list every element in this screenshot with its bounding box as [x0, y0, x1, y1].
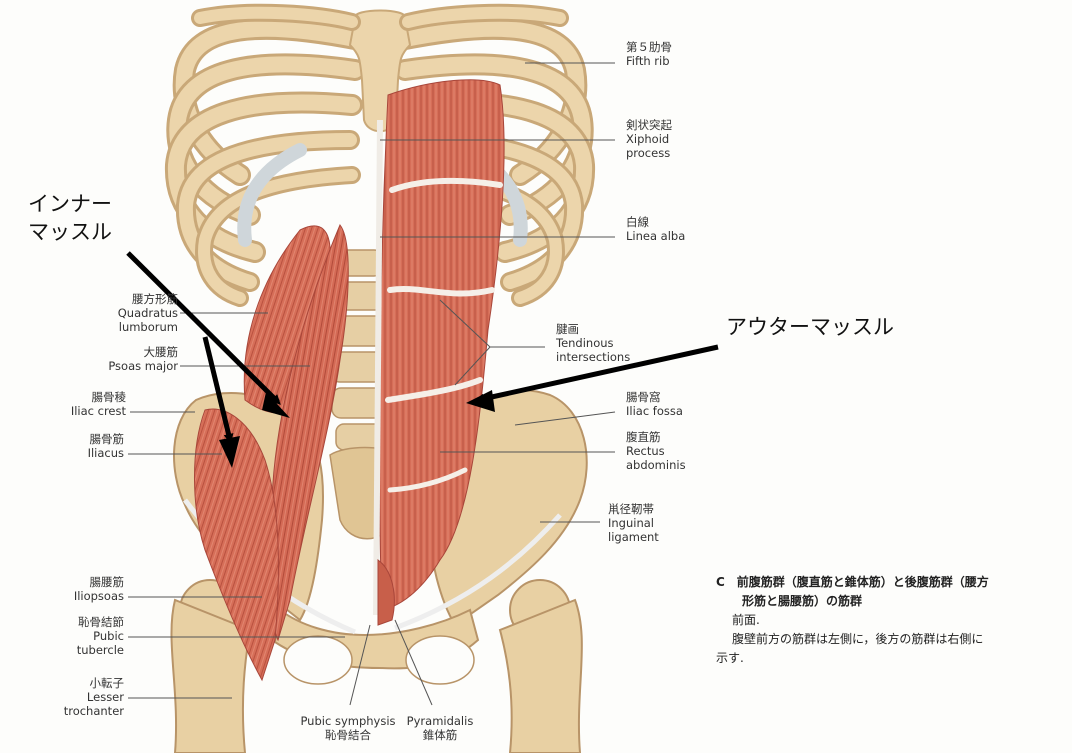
outer-muscle-text: アウターマッスル	[726, 315, 894, 339]
label-tendinous-ja: 腱画	[556, 322, 579, 336]
label-tendinous-en1: Tendinous	[556, 336, 614, 350]
label-pubic-symphysis-ja: 恥骨結合	[325, 728, 371, 742]
leader-lines	[128, 62, 616, 706]
label-iliac-crest-en: Iliac crest	[70, 404, 126, 418]
annotation-arrows	[126, 251, 719, 444]
label-lesser-trochanter-en1: Lesser	[86, 690, 124, 704]
muscles	[194, 79, 505, 682]
label-pubic-tubercle-en2: tubercle	[76, 643, 124, 657]
caption-line2: 腹壁前方の筋群は左側に，後方の筋群は右側に	[732, 632, 984, 646]
label-psoas-en: Psoas major	[108, 359, 178, 373]
label-inguinal: 鼡径靭帯 Inguinal ligament	[608, 502, 659, 544]
caption-line3: 示す.	[716, 651, 744, 665]
label-inguinal-ja: 鼡径靭帯	[608, 502, 654, 516]
label-quadratus: 腰方形筋 Quadratus lumborum	[100, 292, 178, 334]
outer-arrow-rectus	[474, 344, 719, 404]
caption-title-line1: C 前腹筋群（腹直筋と錐体筋）と後腹筋群（腰方	[716, 575, 989, 589]
arrowheads	[219, 390, 495, 468]
label-lesser-trochanter-ja: 小転子	[89, 676, 125, 690]
inner-muscle-line2: マッスル	[28, 220, 112, 244]
label-xiphoid: 剣状突起 Xiphoid process	[626, 118, 672, 160]
label-rectus: 腹直筋 Rectus abdominis	[626, 430, 686, 472]
label-linea-alba: 白線 Linea alba	[626, 215, 685, 243]
label-pubic-tubercle-en1: Pubic	[93, 629, 124, 643]
label-pubic-tubercle-ja: 恥骨結節	[78, 615, 124, 629]
label-linea-alba-en: Linea alba	[626, 229, 686, 243]
label-rectus-en1: Rectus	[626, 444, 665, 458]
outer-muscle-annotation: アウターマッスル	[726, 313, 894, 341]
label-tendinous: 腱画 Tendinous intersections	[556, 322, 630, 364]
inner-muscle-line1: インナー	[28, 192, 112, 216]
label-tendinous-en2: intersections	[556, 350, 631, 364]
lumbar-spine	[330, 249, 389, 451]
label-pyramidalis-en: Pyramidalis	[406, 714, 474, 728]
label-iliacus-en: Iliacus	[87, 446, 124, 460]
label-iliac-fossa-en: Iliac fossa	[626, 404, 683, 418]
label-rectus-en2: abdominis	[626, 458, 686, 472]
label-rectus-ja: 腹直筋	[626, 430, 661, 444]
label-pubic-tubercle: 恥骨結節 Pubic tubercle	[50, 615, 124, 657]
label-quadratus-ja: 腰方形筋	[132, 292, 178, 306]
label-pubic-symphysis: Pubic symphysis 恥骨結合	[288, 714, 408, 742]
label-pyramidalis: Pyramidalis 錐体筋	[400, 714, 480, 742]
label-iliopsoas-ja: 腸腰筋	[89, 575, 125, 589]
label-quadratus-en1: Quadratus	[117, 306, 178, 320]
label-iliac-crest-ja: 腸骨稜	[91, 390, 127, 404]
label-fifth-rib-ja: 第５肋骨	[626, 40, 672, 54]
label-lesser-trochanter: 小転子 Lesser trochanter	[50, 676, 124, 718]
rib-cage	[164, 3, 596, 307]
inner-muscle-annotation: インナー マッスル	[28, 190, 112, 246]
label-quadratus-en2: lumborum	[118, 320, 178, 334]
label-fifth-rib: 第５肋骨 Fifth rib	[626, 40, 672, 68]
label-iliopsoas-en: Iliopsoas	[73, 589, 124, 603]
label-iliacus: 腸骨筋 Iliacus	[50, 432, 124, 460]
label-inguinal-en2: ligament	[608, 530, 659, 544]
label-xiphoid-ja: 剣状突起	[626, 118, 672, 132]
label-pyramidalis-ja: 錐体筋	[422, 728, 458, 742]
label-xiphoid-en2: process	[626, 146, 671, 160]
label-lesser-trochanter-en2: trochanter	[63, 704, 124, 718]
label-psoas: 大腰筋 Psoas major	[90, 345, 178, 373]
label-iliac-crest: 腸骨稜 Iliac crest	[50, 390, 126, 418]
inner-arrow-iliacus	[202, 336, 234, 444]
label-psoas-ja: 大腰筋	[143, 345, 179, 359]
label-fifth-rib-en: Fifth rib	[626, 54, 670, 68]
caption-line1: 前面.	[732, 613, 760, 627]
inner-arrow-psoas	[126, 251, 281, 405]
label-linea-alba-ja: 白線	[626, 215, 649, 229]
label-iliopsoas: 腸腰筋 Iliopsoas	[50, 575, 124, 603]
label-pubic-symphysis-en: Pubic symphysis	[300, 714, 396, 728]
label-iliac-fossa-ja: 腸骨窩	[626, 390, 661, 404]
label-iliac-fossa: 腸骨窩 Iliac fossa	[626, 390, 683, 418]
label-inguinal-en1: Inguinal	[608, 516, 654, 530]
figure-caption: C 前腹筋群（腹直筋と錐体筋）と後腹筋群（腰方 形筋と腸腰筋）の筋群 前面. 腹…	[716, 573, 1036, 668]
caption-title-line2: 形筋と腸腰筋）の筋群	[742, 594, 863, 608]
label-xiphoid-en1: Xiphoid	[626, 132, 670, 146]
label-iliacus-ja: 腸骨筋	[89, 432, 125, 446]
